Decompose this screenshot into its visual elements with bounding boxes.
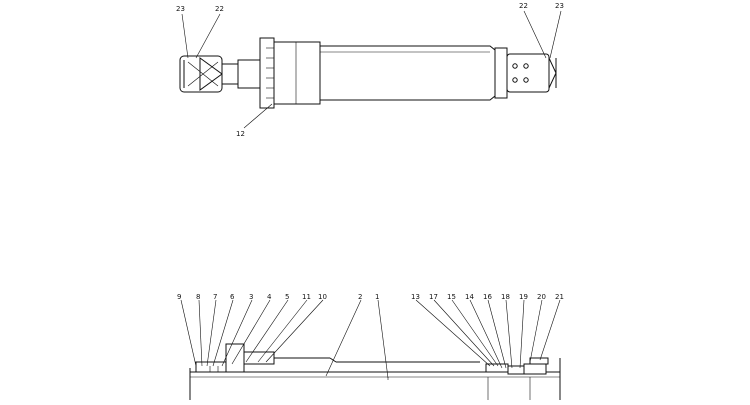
callout-left-23: 23 xyxy=(176,5,185,13)
callout-19: 19 xyxy=(519,293,528,301)
callout-18: 18 xyxy=(501,293,510,301)
cylinder-exterior-view xyxy=(179,37,557,109)
top-leader-lines xyxy=(181,10,562,129)
callout-4: 4 xyxy=(267,293,272,301)
callout-15: 15 xyxy=(447,293,456,301)
callout-21: 21 xyxy=(555,293,564,301)
callout-14: 14 xyxy=(465,293,474,301)
callout-7: 7 xyxy=(213,293,217,301)
left-rod-eye xyxy=(179,55,239,93)
callout-1: 1 xyxy=(375,293,379,301)
callout-6: 6 xyxy=(230,293,235,301)
callout-11: 11 xyxy=(302,293,311,301)
callout-right-22: 22 xyxy=(519,2,528,10)
cylinder-cross-section xyxy=(189,343,561,400)
callout-20: 20 xyxy=(537,293,546,301)
callout-9: 9 xyxy=(177,293,181,301)
callout-right-23: 23 xyxy=(555,2,564,10)
cylinder-head xyxy=(259,37,321,109)
callout-5: 5 xyxy=(285,293,289,301)
section-leader-lines xyxy=(180,299,561,379)
callout-left-22: 22 xyxy=(215,5,224,13)
right-end-clevis xyxy=(494,47,557,99)
callout-2: 2 xyxy=(358,293,362,301)
callout-13: 13 xyxy=(411,293,420,301)
callout-16: 16 xyxy=(483,293,492,301)
callout-8: 8 xyxy=(196,293,200,301)
callout-17: 17 xyxy=(429,293,438,301)
callout-12: 12 xyxy=(236,130,245,138)
callout-3: 3 xyxy=(249,293,253,301)
piston-rod xyxy=(237,59,261,89)
callout-10: 10 xyxy=(318,293,327,301)
cylinder-tube xyxy=(319,45,496,101)
